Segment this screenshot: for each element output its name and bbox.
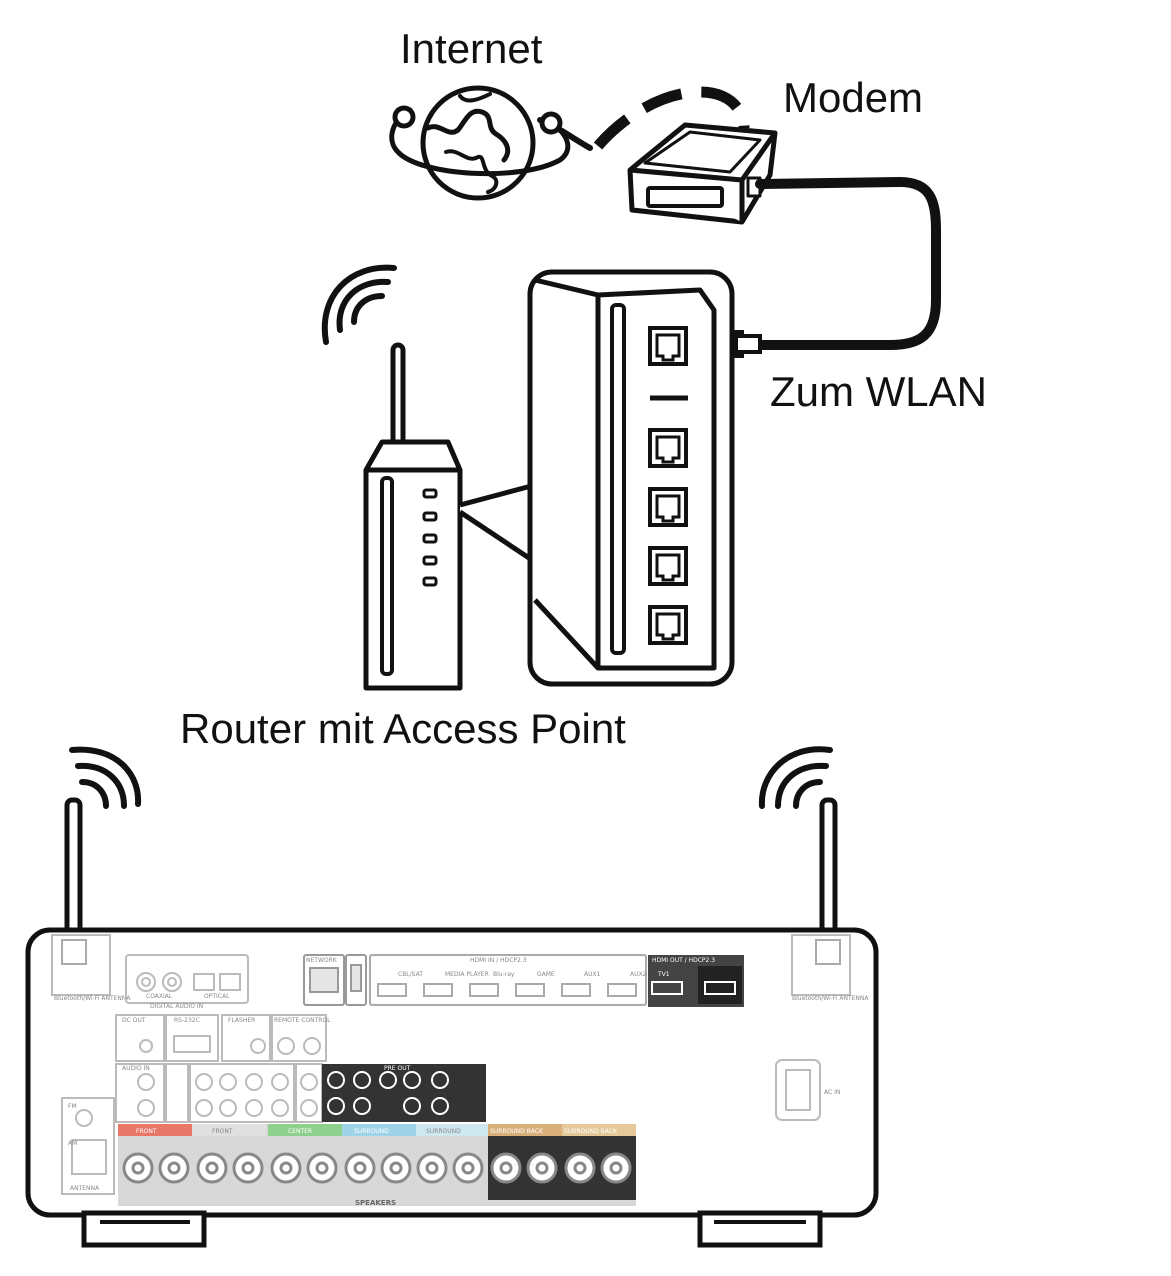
hdmi-in-3-text: Blu-ray — [493, 971, 515, 978]
lan-port-2-icon — [648, 487, 688, 527]
internet-globe-icon — [389, 85, 593, 201]
surround-r-band — [342, 1124, 416, 1136]
fm-text: FM — [68, 1103, 77, 1110]
router-icon — [363, 342, 463, 691]
wifi-waves-icon — [321, 264, 397, 345]
hdmi-in-2-text: MEDIA PLAYER — [445, 971, 489, 978]
av-receiver: Bluetooth/Wi-Fi ANTENNA Bluetooth/Wi-Fi … — [25, 927, 879, 1248]
front-r-band — [118, 1124, 192, 1136]
tv-text: TV1 — [657, 971, 670, 978]
speaker-sb-r-text: SURROUND BACK — [490, 1128, 544, 1135]
speaker-sb-l-text: SURROUND BACK — [564, 1128, 618, 1135]
pre-out-text: PRE OUT — [384, 1065, 411, 1072]
dc-out-text: DC OUT — [122, 1017, 146, 1024]
surround-l-band — [416, 1124, 488, 1136]
modem-router-cable — [755, 176, 941, 350]
network-text: NETWORK — [306, 957, 338, 964]
hdmi-in-6-text: AUX2 — [630, 971, 647, 978]
speakers-text: SPEAKERS — [355, 1199, 396, 1207]
speaker-center-text: CENTER — [288, 1128, 312, 1135]
router-callout — [458, 482, 538, 565]
lan-port-3-icon — [648, 546, 688, 586]
hdmi-out-text: HDMI OUT / HDCP2.3 — [652, 957, 715, 964]
remote-control-text: REMOTE CONTROL — [274, 1017, 331, 1024]
audio-in-text: AUDIO IN — [122, 1065, 150, 1072]
internet-label: Internet — [400, 25, 543, 72]
left-antenna-text: Bluetooth/Wi-Fi ANTENNA — [54, 995, 131, 1002]
rs232c-text: RS-232C — [174, 1017, 200, 1024]
coaxial-text: COAXIAL — [146, 993, 173, 1000]
control-ports-panel — [115, 1014, 327, 1062]
antenna-text: ANTENNA — [70, 1185, 100, 1192]
hdmi-in-panel — [369, 954, 647, 1006]
speaker-front-r-text: FRONT — [136, 1128, 157, 1135]
front-l-band — [192, 1124, 266, 1136]
digital-audio-text: DIGITAL AUDIO IN — [150, 1003, 203, 1010]
digital-audio-in-panel — [125, 954, 249, 1004]
lan-port-4-icon — [648, 605, 688, 645]
network-port — [303, 954, 367, 1006]
left-antenna-icon — [64, 797, 83, 948]
tuner-antenna-panel — [61, 1097, 115, 1195]
am-text: AM — [68, 1140, 77, 1147]
surround-back-l-band — [562, 1124, 636, 1136]
hdmi-in-text: HDMI IN / HDCP2.3 — [470, 957, 527, 964]
wlan-label: Zum WLAN — [770, 368, 988, 415]
router-ports-detail — [527, 269, 735, 687]
speaker-surround-l-text: SURROUND — [426, 1128, 461, 1135]
internet-modem-link — [593, 86, 750, 150]
right-antenna-icon — [819, 797, 838, 948]
router-label: Router mit Access Point — [180, 705, 626, 752]
optical-text: OPTICAL — [204, 993, 230, 1000]
ethernet-port-icons — [648, 326, 688, 645]
lan-port-1-icon — [648, 428, 688, 468]
hdmi-in-4-text: GAME — [537, 971, 555, 978]
pre-out-jacks — [327, 1071, 449, 1115]
hdmi-in-1-text: CBL/SAT — [398, 971, 423, 978]
surround-back-r-band — [488, 1124, 562, 1136]
speaker-surround-r-text: SURROUND — [354, 1128, 389, 1135]
center-band — [268, 1124, 342, 1136]
modem-label: Modem — [783, 74, 924, 121]
modem-icon — [627, 122, 778, 225]
speaker-binding-posts — [122, 1152, 632, 1184]
speaker-front-l-text: FRONT — [212, 1128, 233, 1135]
pre-out-panel — [322, 1064, 486, 1122]
wan-port-icon — [648, 326, 688, 366]
ac-in-port — [775, 1059, 821, 1121]
right-antenna-text: Bluetooth/Wi-Fi ANTENNA — [792, 995, 869, 1002]
flasher-text: FLASHER — [228, 1017, 255, 1024]
left-wifi-waves-icon — [69, 746, 142, 809]
hdmi-in-5-text: AUX1 — [584, 971, 601, 978]
ac-in-text: AC IN — [824, 1089, 840, 1096]
right-wifi-waves-icon — [758, 746, 833, 809]
audio-in-panel — [115, 1063, 323, 1123]
